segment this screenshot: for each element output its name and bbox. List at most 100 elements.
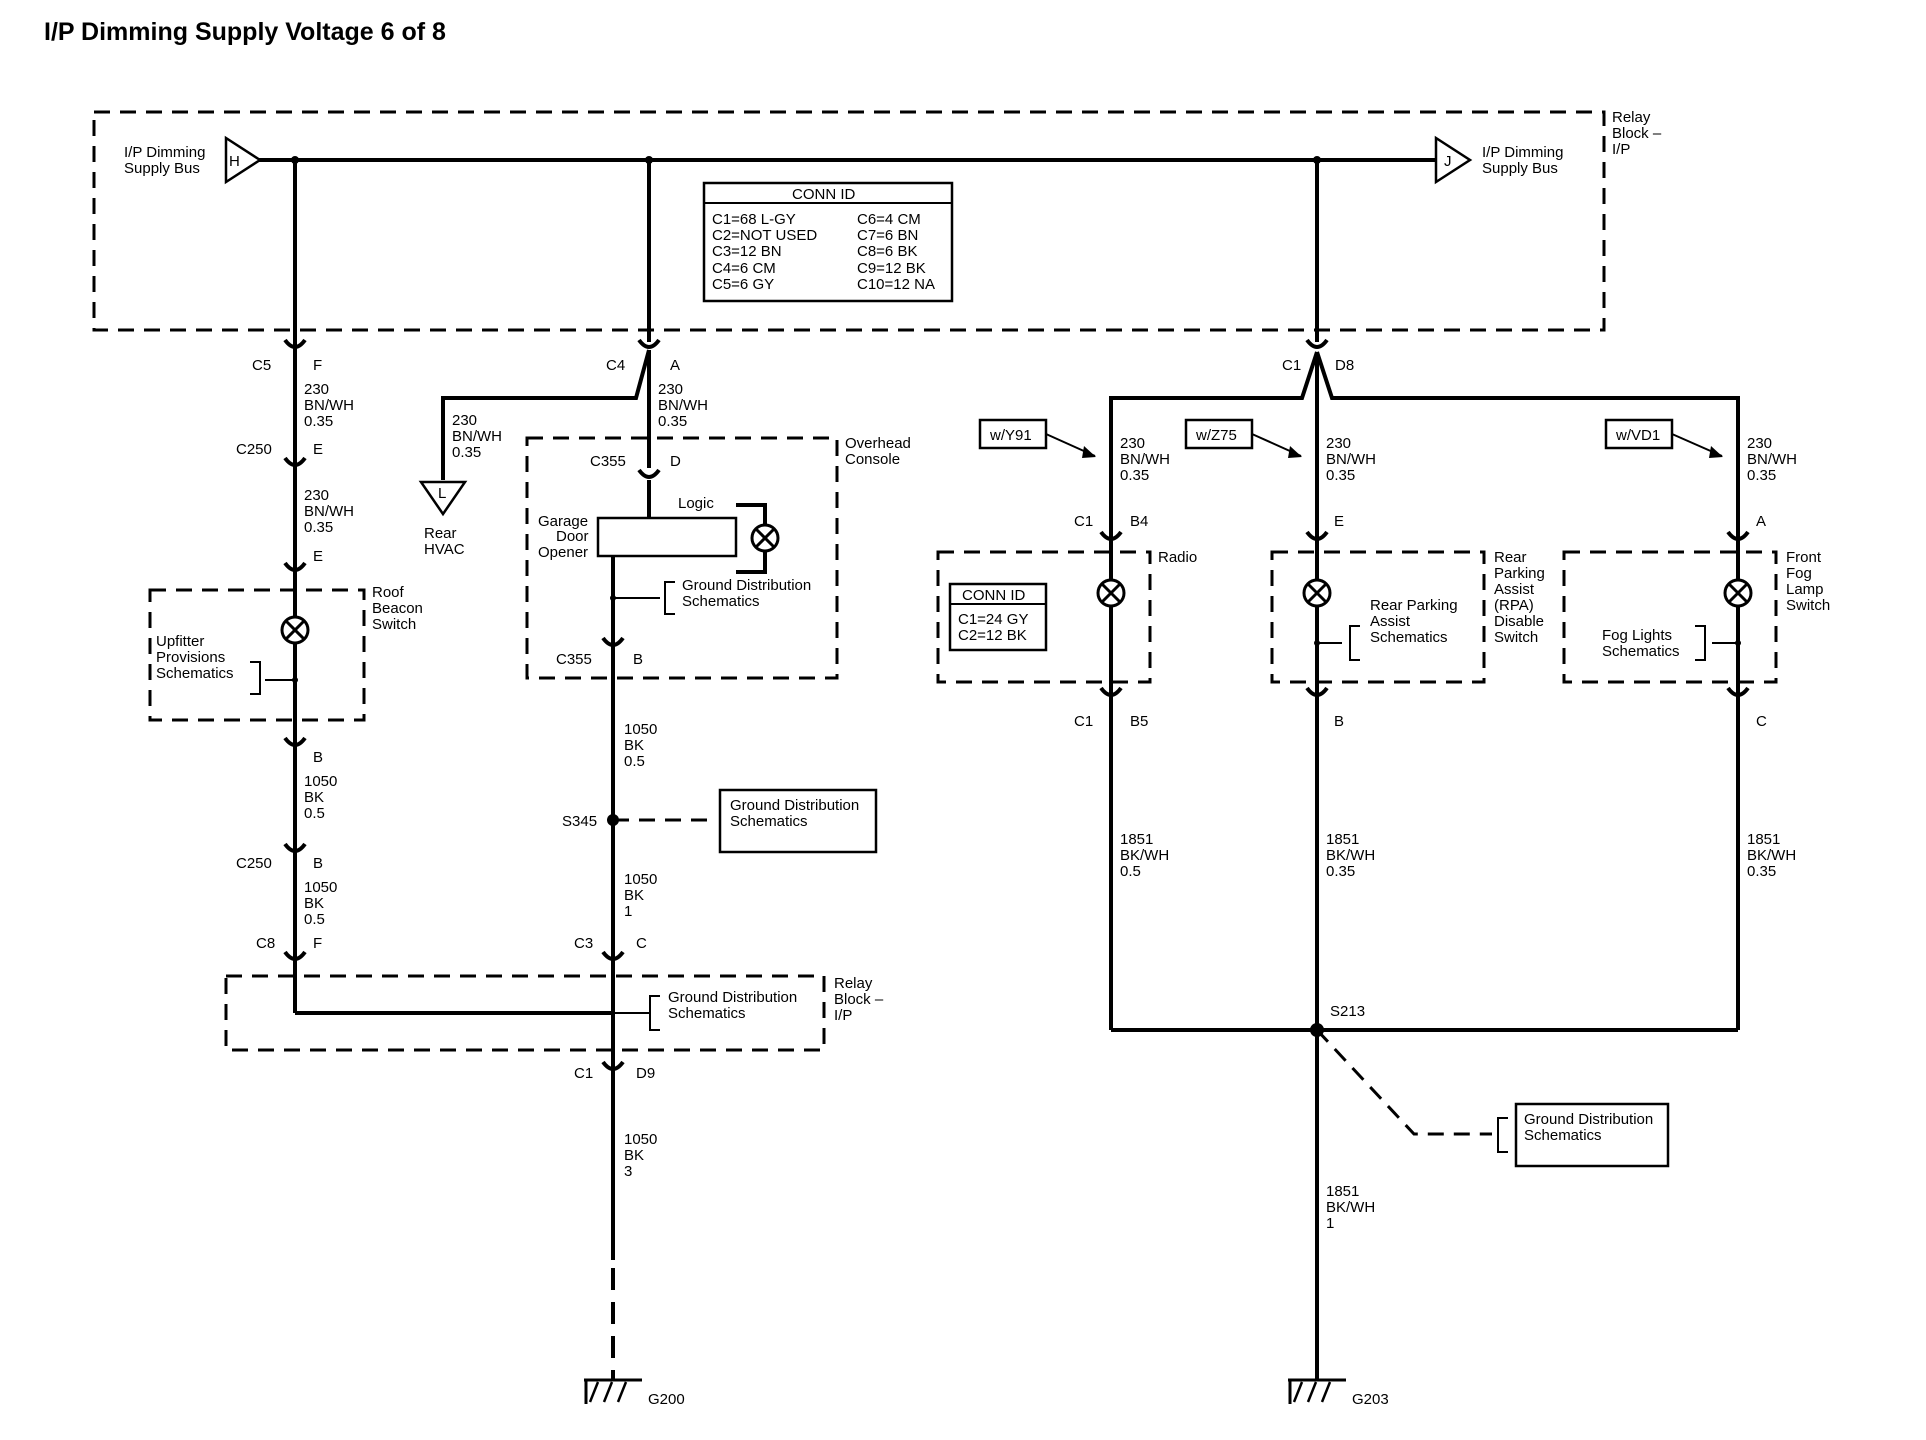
connector-c1-d8 [1305, 338, 1329, 349]
ground-ref-splice-box [718, 788, 878, 854]
upfitter-ref-3: Schematics [156, 665, 234, 682]
overhead-console-box [525, 436, 839, 680]
bus-left-label-1: I/P Dimming [124, 144, 205, 161]
radio-conn-id-1: C1=24 GY [958, 611, 1028, 628]
conn-c250-bot-pin: B [313, 855, 323, 872]
middle-wire-3a: 1050 [624, 871, 657, 888]
middle-wire-4c: 3 [624, 1163, 632, 1180]
conn-id-c2: C2=NOT USED [712, 227, 817, 244]
bracket-icon [1497, 1117, 1508, 1153]
wire-left-1b: BN/WH [304, 397, 354, 414]
upfitter-ref-1: Upfitter [156, 633, 204, 650]
lamp-icon [1096, 578, 1126, 608]
radio-conn-id-2: C2=12 BK [958, 627, 1027, 644]
relay-block-top-label-3: I/P [1612, 141, 1630, 158]
ground-g203-label: G203 [1352, 1391, 1389, 1408]
radio-wire-a: 230 [1120, 435, 1145, 452]
wire-left-1c: 0.35 [304, 413, 333, 430]
lamp-icon [280, 615, 310, 645]
branch-left: C5 F 230 BN/WH 0.35 C250 E 230 BN/WH 0.3… [148, 160, 613, 1015]
conn-c8-name: C8 [256, 935, 275, 952]
middle-wire-4b: BK [624, 1147, 644, 1164]
conn-id-c3: C3=12 BN [712, 243, 782, 260]
ground-ref-block-1: Ground Distribution [668, 989, 797, 1006]
wire-left-3c: 0.5 [304, 805, 325, 822]
rpa-ref-2: Assist [1370, 613, 1411, 630]
conn-id-c5: C5=6 GY [712, 276, 774, 293]
radio-conn-bot-pin: B5 [1130, 713, 1148, 730]
bus-pin-j: J [1444, 153, 1452, 170]
middle-wire-1c: 0.35 [658, 413, 687, 430]
relay-block-top-label-2: Block – [1612, 125, 1662, 142]
bus-connector-h-icon [224, 135, 263, 185]
connector-c355-b [601, 636, 625, 647]
garage-label-1: Garage [538, 513, 588, 530]
conn-id-c1: C1=68 L-GY [712, 211, 796, 228]
rpa-out-c: 0.35 [1326, 863, 1355, 880]
rpa-wire-a: 230 [1326, 435, 1351, 452]
rpa-wire-c: 0.35 [1326, 467, 1355, 484]
connector-c3-c [601, 950, 625, 961]
ground-ref-splice-1: Ground Distribution [730, 797, 859, 814]
fog-label-2: Fog [1786, 565, 1812, 582]
connector-c8-f [283, 950, 307, 961]
conn-id-heading: CONN ID [792, 186, 856, 203]
conn-id-c8: C8=6 BK [857, 243, 917, 260]
ground-ref-s213-1: Ground Distribution [1524, 1111, 1653, 1128]
fog-label-4: Switch [1786, 597, 1830, 614]
bus-right-label-2: Supply Bus [1482, 160, 1558, 177]
conn-id-table: CONN ID C1=68 L-GY C2=NOT USED C3=12 BN … [702, 181, 954, 303]
hvac-pin: L [438, 485, 446, 502]
rpa-switch-box [1270, 550, 1486, 684]
rpa-label-4: (RPA) [1494, 597, 1534, 614]
fog-wire-b: BN/WH [1747, 451, 1797, 468]
middle-wire-3b: BK [624, 887, 644, 904]
wire-left-3a: 1050 [304, 773, 337, 790]
fog-wire-c: 0.35 [1747, 467, 1776, 484]
console-label-2: Console [845, 451, 900, 468]
ground-ref-block-2: Schematics [668, 1005, 746, 1022]
roof-beacon-switch-box [148, 588, 366, 722]
connector-switch-e [283, 561, 307, 572]
middle-wire-4a: 1050 [624, 1131, 657, 1148]
middle-wire-3c: 1 [624, 903, 632, 920]
rpa-pin-top: E [1334, 513, 1344, 530]
switch-pin-e: E [313, 548, 323, 565]
option-w-z75 [1184, 418, 1254, 450]
fog-pin-top: A [1756, 513, 1766, 530]
connector-rpa-e [1305, 530, 1329, 541]
conn-c5-pin: F [313, 357, 322, 374]
connector-c355-d [637, 468, 661, 479]
conn-id-c10: C10=12 NA [857, 276, 935, 293]
hvac-label-2: HVAC [424, 541, 465, 558]
connector-c1-b5 [1099, 686, 1123, 697]
rpa-label-6: Switch [1494, 629, 1538, 646]
rpa-label-3: Assist [1494, 581, 1535, 598]
wire-left-2b: BN/WH [304, 503, 354, 520]
roof-switch-label-1: Roof [372, 584, 405, 601]
lamp-icon [750, 523, 780, 553]
rpa-ref-1: Rear Parking [1370, 597, 1458, 614]
bracket-icon [250, 661, 261, 695]
wire-left-2a: 230 [304, 487, 329, 504]
diagram-title: I/P Dimming Supply Voltage 6 of 8 [44, 18, 446, 46]
hvac-wire-c: 0.35 [452, 444, 481, 461]
rpa-wire-b: BN/WH [1326, 451, 1376, 468]
rpa-pin-bot: B [1334, 713, 1344, 730]
relay-block-lower [224, 974, 826, 1052]
hvac-wire-a: 230 [452, 412, 477, 429]
ground-g203-icon [1288, 1378, 1346, 1404]
hvac-connector-icon [418, 480, 468, 517]
roof-switch-label-3: Switch [372, 616, 416, 633]
middle-wire-2a: 1050 [624, 721, 657, 738]
fog-label-3: Lamp [1786, 581, 1824, 598]
conn-c1-d9-name: C1 [574, 1065, 593, 1082]
bus-pin-h: H [229, 153, 240, 170]
conn-c250-top-name: C250 [236, 441, 272, 458]
radio-conn-top-name: C1 [1074, 513, 1093, 530]
ground-ref-s213-box [1514, 1102, 1670, 1168]
hvac-label-1: Rear [424, 525, 457, 542]
radio-conn-id-heading: CONN ID [962, 587, 1026, 604]
bus-left-label-2: Supply Bus [124, 160, 200, 177]
